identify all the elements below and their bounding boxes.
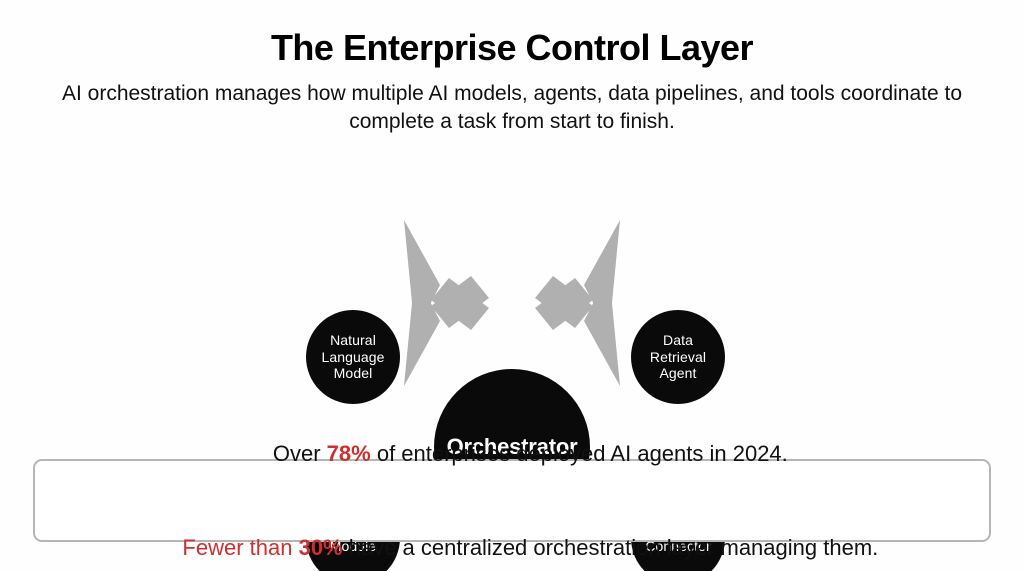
page-subtitle: AI orchestration manages how multiple AI… [61, 82, 963, 134]
stat-line1-value: 78% [326, 441, 371, 467]
stats-callout-line-2: Fewer than 30% have a centralized orches… [146, 501, 879, 571]
stat-line1-prefix: Over [272, 441, 327, 467]
stats-callout-line-1: Over 78% of enterprises deployed AI agen… [236, 407, 788, 501]
header: The Enterprise Control Layer AI orchestr… [0, 0, 1024, 136]
page-title: The Enterprise Control Layer [270, 27, 754, 68]
arrow-down-right [535, 272, 620, 386]
stat-line2-value: 30% [298, 534, 343, 560]
stat-line1-suffix: of enterprises deployed AI agents in 202… [370, 441, 788, 467]
diagram-node-label: Data Retrieval Agent [649, 331, 707, 382]
stat-line2-prefix: Fewer than [182, 534, 299, 560]
arrow-layer [404, 220, 620, 386]
diagram-node-data-retrieval-agent[interactable]: Data Retrieval Agent [631, 310, 725, 404]
diagram-node-natural-language-model[interactable]: Natural Language Model [306, 310, 400, 404]
stats-callout: Over 78% of enterprises deployed AI agen… [33, 441, 991, 560]
diagram-node-label: Natural Language Model [321, 331, 385, 382]
diagram-hub-label: Orchestrator [446, 433, 578, 459]
arrow-down-left [404, 272, 489, 386]
stat-line2-suffix: have a centralized orchestration layer m… [342, 534, 879, 560]
